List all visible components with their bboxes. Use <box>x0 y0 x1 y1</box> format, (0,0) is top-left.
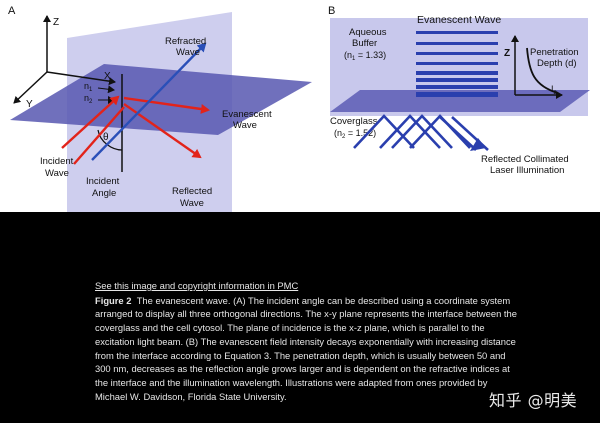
decay-curve <box>526 47 559 94</box>
refracted-label: Refracted Wave <box>165 36 209 58</box>
aqueous-buffer-label: Aqueous Buffer <box>349 27 389 49</box>
evanescent-wave-arrow <box>123 96 210 114</box>
incident-wave-label: Incident Wave <box>40 156 76 179</box>
coverglass-index-label: (n2 = 1.52) <box>334 128 376 140</box>
refracted-wave-arrow <box>91 42 207 161</box>
n2-label: n2 <box>84 93 93 105</box>
buffer-index-label: (n1 = 1.33) <box>344 50 386 62</box>
n1-label: n1 <box>84 81 93 93</box>
n1-arrow <box>97 85 115 94</box>
reflected-arrowhead <box>470 138 486 151</box>
coverglass-label: Coverglass <box>330 116 378 127</box>
incident-angle-label: Incident Angle <box>86 176 122 199</box>
evanescent-wave-title: Evanescent Wave <box>417 14 501 26</box>
figure-image: A Z X Y n1 n2 θ Refracted Wave Evanescen… <box>0 0 600 212</box>
reflected-beam-a <box>439 116 477 151</box>
copyright-link[interactable]: See this image and copyright information… <box>95 280 299 291</box>
y-axis <box>13 71 48 104</box>
theta-label: θ <box>103 132 109 143</box>
figure-svg: A Z X Y n1 n2 θ Refracted Wave Evanescen… <box>8 5 590 212</box>
y-axis-label: Y <box>26 99 33 110</box>
reflected-laser-label: Reflected Collimated Laser Illumination <box>481 154 571 176</box>
caption-text: The evanescent wave. (A) The incident an… <box>95 294 517 402</box>
laser-beams <box>353 114 471 149</box>
z-axis-b-label: Z <box>504 48 510 59</box>
incident-wave-arrow-2 <box>73 106 125 165</box>
reflected-wave-label: Reflected Wave <box>172 186 215 209</box>
interface-plane <box>10 64 312 135</box>
penetration-depth-label: Penetration Depth (d) <box>530 47 581 69</box>
x-axis-label: X <box>104 71 111 82</box>
incident-wave-arrow-1 <box>61 95 120 149</box>
figure-caption: See this image and copyright information… <box>95 279 520 403</box>
z-axis-label: Z <box>53 17 59 28</box>
panel-b-letter: B <box>328 5 335 17</box>
evanescent-label-a: Evanescent Wave <box>222 109 274 131</box>
evanescent-field-lines <box>416 31 498 97</box>
panel-a-letter: A <box>8 5 16 17</box>
figure-label: Figure 2 <box>95 294 132 306</box>
zhihu-watermark: 知乎 @明美 <box>489 391 578 410</box>
x-axis <box>46 71 116 86</box>
